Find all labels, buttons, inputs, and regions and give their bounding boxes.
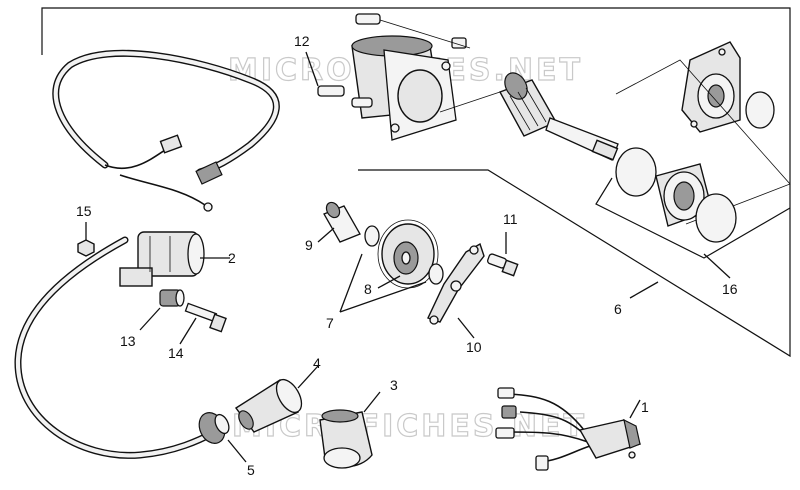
plug-cap-boot — [198, 412, 230, 444]
oring-top — [745, 91, 775, 129]
callout-3: 3 — [390, 377, 398, 393]
spark-plug-cap — [234, 378, 303, 433]
starter-motor — [351, 35, 457, 141]
group-bracket-6 — [41, 7, 791, 358]
callout-13: 13 — [120, 333, 136, 349]
gear-bracket — [427, 242, 485, 325]
end-plate — [681, 41, 741, 133]
callout-15: 15 — [76, 203, 92, 219]
brush-holder — [615, 147, 737, 243]
coil-bolt — [184, 302, 227, 333]
callout-12: 12 — [294, 33, 310, 49]
callout-5: 5 — [247, 462, 255, 478]
bracket-screw — [487, 253, 519, 277]
callout-14: 14 — [168, 345, 184, 361]
callout-1: 1 — [641, 399, 649, 415]
plug-cover — [319, 409, 373, 469]
harness-connector-b — [195, 161, 223, 185]
callout-2: 2 — [228, 250, 236, 266]
callout-7: 7 — [326, 315, 334, 331]
dash-line-a — [379, 19, 471, 49]
armature — [498, 72, 619, 161]
callout-8: 8 — [364, 281, 372, 297]
coil-nut — [77, 239, 95, 257]
callout-6: 6 — [614, 301, 622, 317]
wiring-harness — [52, 49, 280, 212]
callout-10: 10 — [466, 339, 482, 355]
dash-box-upper — [615, 59, 791, 225]
dash-line-b — [439, 91, 501, 113]
washer-b — [428, 263, 444, 285]
harness-ring-terminal — [203, 202, 213, 212]
callout-11: 11 — [503, 211, 518, 227]
callout-16: 16 — [722, 281, 738, 297]
washer-a — [364, 225, 380, 247]
regulator-unit — [495, 387, 642, 471]
callout-9: 9 — [305, 237, 313, 253]
reduction-gear — [377, 219, 439, 289]
starter-drive-shaft — [323, 201, 361, 243]
ignition-coil — [119, 231, 205, 287]
coil-spacer — [159, 289, 185, 307]
harness-connector-a — [159, 134, 183, 154]
leader-lines — [85, 51, 731, 463]
callout-4: 4 — [313, 355, 321, 371]
group-bracket-16 — [595, 177, 791, 259]
